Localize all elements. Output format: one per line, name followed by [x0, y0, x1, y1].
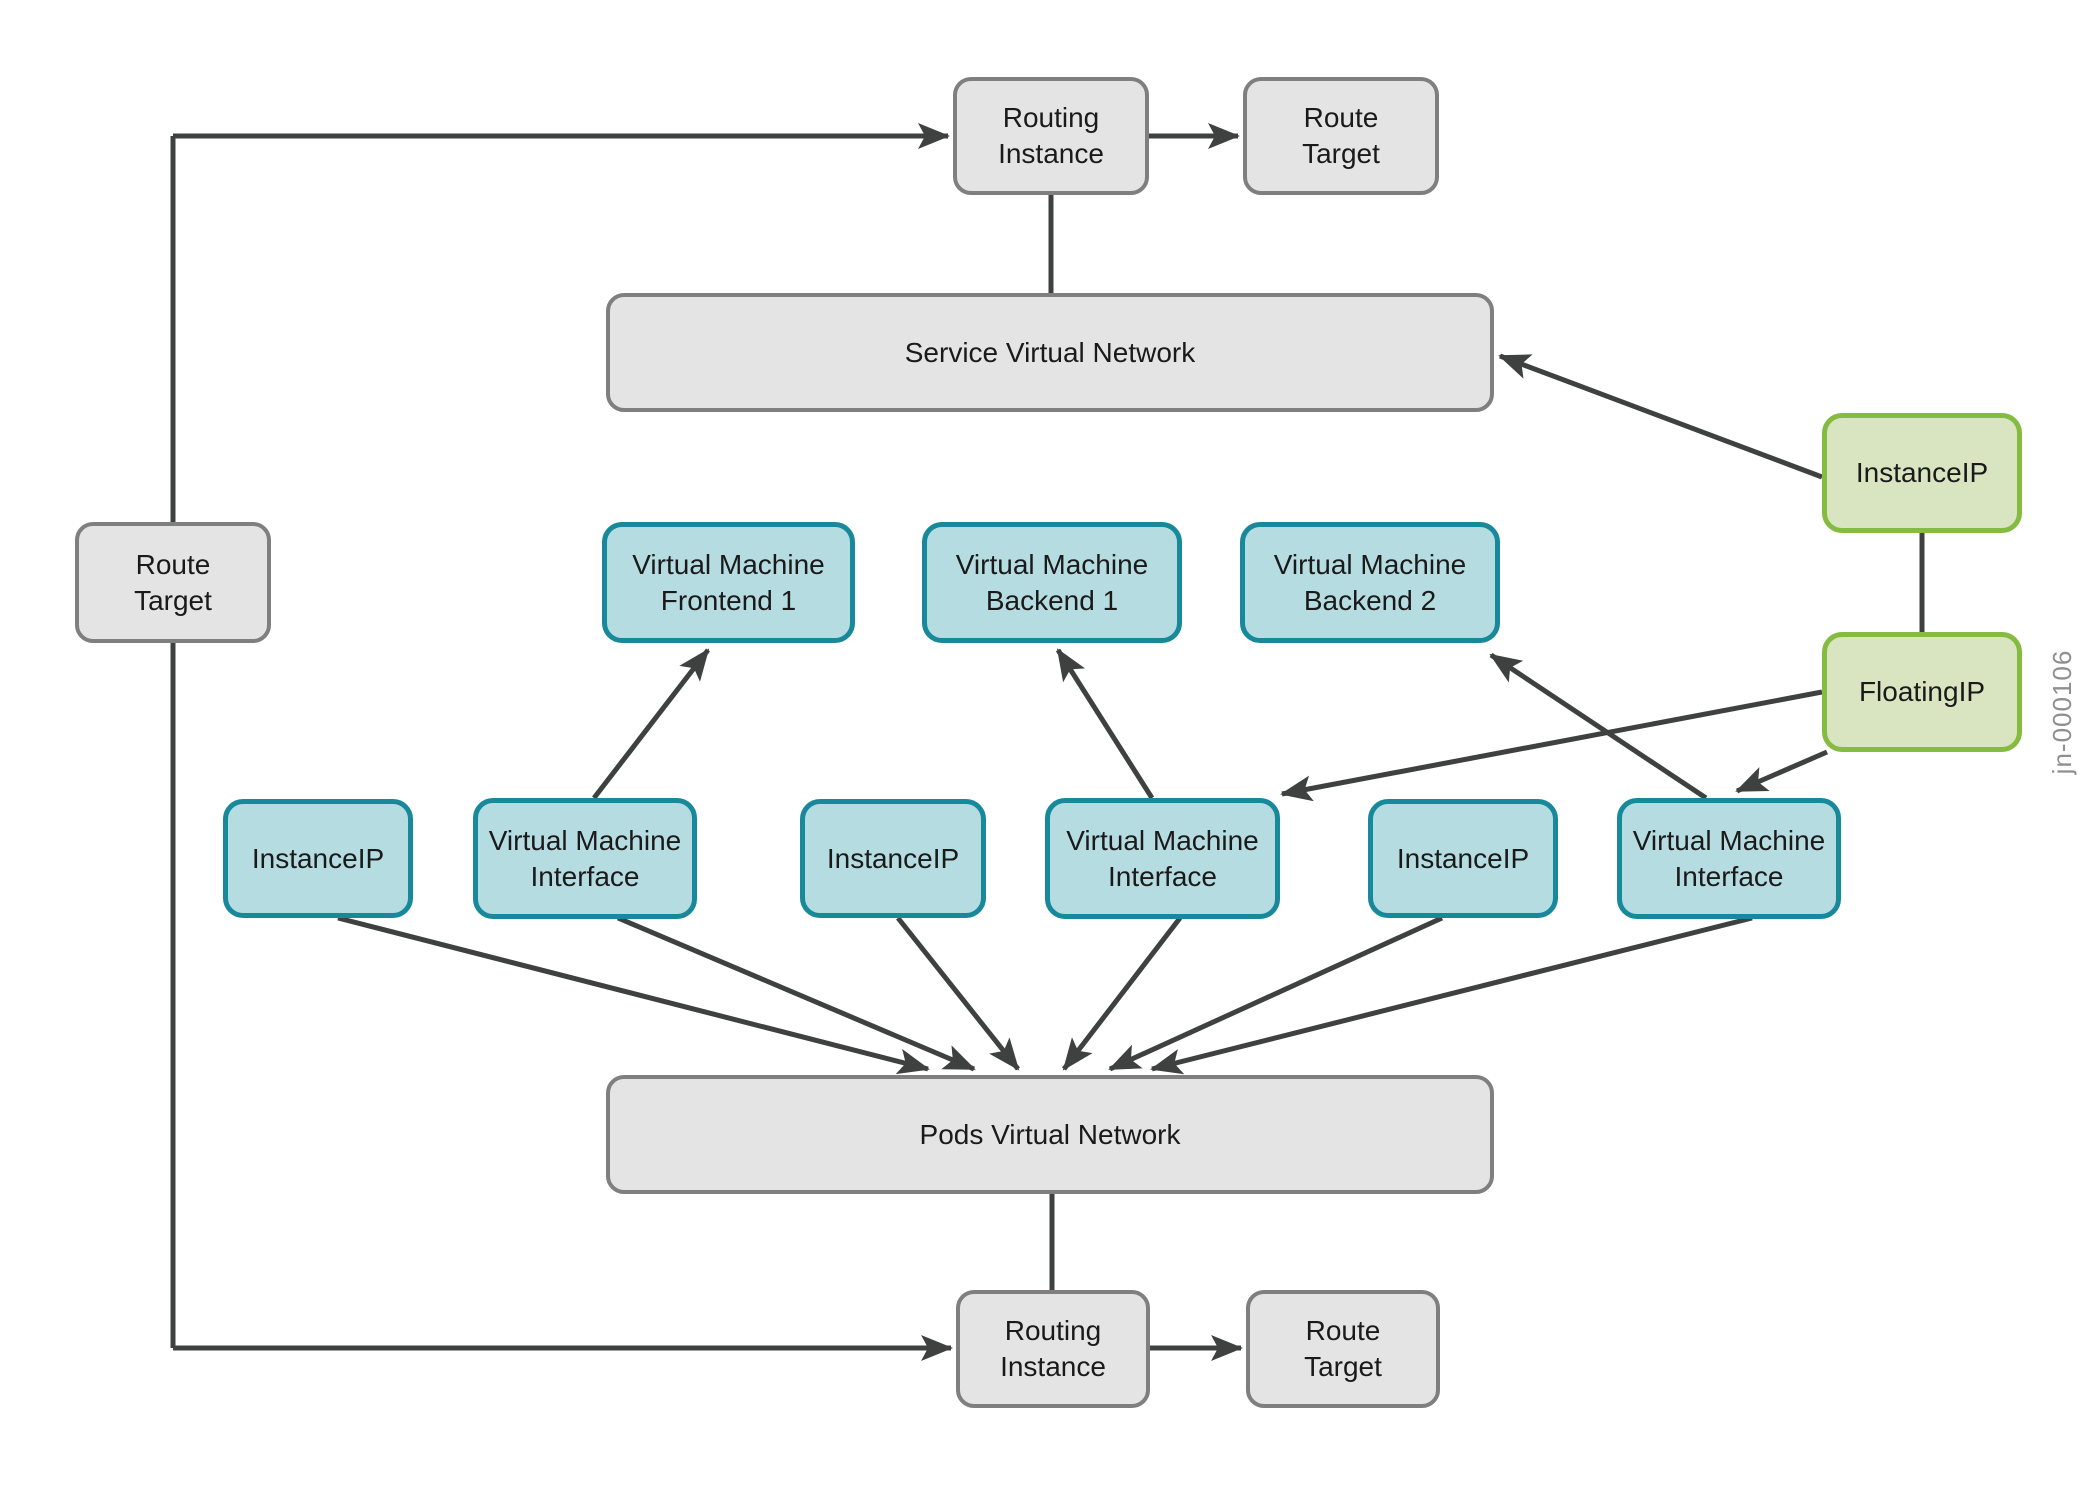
- node-instance-ip-1-label: InstanceIP: [251, 842, 385, 874]
- edge-instance-ip-3-to-pods-vn: [1108, 915, 1444, 1072]
- node-vm-backend-2: Virtual Machine Backend 2: [1240, 522, 1500, 643]
- node-route-target-left: Route Target: [75, 522, 271, 643]
- node-service-virtual-network-label: Service Virtual Network: [904, 336, 1196, 368]
- node-floating-ip: FloatingIP: [1822, 632, 2022, 752]
- node-routing-instance-bottom: Routing Instance: [956, 1290, 1150, 1408]
- node-route-target-bottom-label: Route Target: [1304, 1315, 1382, 1382]
- node-pods-virtual-network-label: Pods Virtual Network: [919, 1118, 1181, 1150]
- edge-vm-interface-2-to-pods-vn: [1062, 916, 1182, 1071]
- node-routing-instance-bottom-label: Routing Instance: [1000, 1315, 1106, 1382]
- node-vm-backend-2-label: Virtual Machine Backend 2: [1273, 548, 1467, 616]
- node-routing-instance-top-label: Routing Instance: [998, 102, 1104, 169]
- node-route-target-bottom: Route Target: [1246, 1290, 1440, 1408]
- edge-instance-ip-right-to-service-vn: [1498, 353, 1823, 480]
- node-vm-frontend-1: Virtual Machine Frontend 1: [602, 522, 855, 643]
- edge-vm-interface-3-to-vm-backend-2: [1489, 652, 1708, 801]
- node-vm-interface-1: Virtual Machine Interface: [473, 798, 697, 919]
- node-route-target-left-label: Route Target: [134, 548, 212, 616]
- node-service-virtual-network: Service Virtual Network: [606, 293, 1494, 412]
- node-routing-instance-top: Routing Instance: [953, 77, 1149, 195]
- node-instance-ip-3-label: InstanceIP: [1396, 842, 1530, 874]
- node-vm-interface-2: Virtual Machine Interface: [1045, 798, 1280, 919]
- node-instance-ip-2-label: InstanceIP: [826, 842, 960, 874]
- edge-instance-ip-1-to-pods-vn: [337, 915, 930, 1075]
- edge-floating-ip-to-vm-interface-3: [1735, 749, 1828, 794]
- node-vm-interface-2-label: Virtual Machine Interface: [1066, 824, 1259, 892]
- figure-id: jn-000106: [2047, 649, 2077, 775]
- node-vm-interface-3-label: Virtual Machine Interface: [1632, 824, 1826, 892]
- node-vm-interface-1-label: Virtual Machine Interface: [488, 824, 682, 892]
- node-instance-ip-1: InstanceIP: [223, 799, 413, 918]
- node-route-target-top-label: Route Target: [1302, 102, 1380, 169]
- node-instance-ip-3: InstanceIP: [1368, 799, 1558, 918]
- node-vm-backend-1-label: Virtual Machine Backend 1: [955, 548, 1149, 616]
- node-route-target-top: Route Target: [1243, 77, 1439, 195]
- edge-floating-ip-to-vm-interface-2: [1280, 689, 1823, 802]
- node-vm-backend-1: Virtual Machine Backend 1: [922, 522, 1182, 643]
- edge-vm-interface-3-to-pods-vn: [1150, 915, 1753, 1075]
- node-pods-virtual-network: Pods Virtual Network: [606, 1075, 1494, 1194]
- node-floating-ip-label: FloatingIP: [1858, 676, 1986, 707]
- node-vm-frontend-1-label: Virtual Machine Frontend 1: [632, 548, 825, 616]
- edge-vm-interface-2-to-vm-backend-1: [1055, 648, 1155, 800]
- edge-vm-interface-1-to-vm-frontend-1: [592, 648, 710, 800]
- edge-instance-ip-2-to-pods-vn: [896, 916, 1020, 1071]
- node-instance-ip-2: InstanceIP: [800, 799, 986, 918]
- edge-vm-interface-1-to-pods-vn: [617, 915, 976, 1072]
- node-vm-interface-3: Virtual Machine Interface: [1617, 798, 1841, 919]
- node-instance-ip-right-label: InstanceIP: [1855, 457, 1989, 488]
- node-instance-ip-right: InstanceIP: [1822, 413, 2022, 533]
